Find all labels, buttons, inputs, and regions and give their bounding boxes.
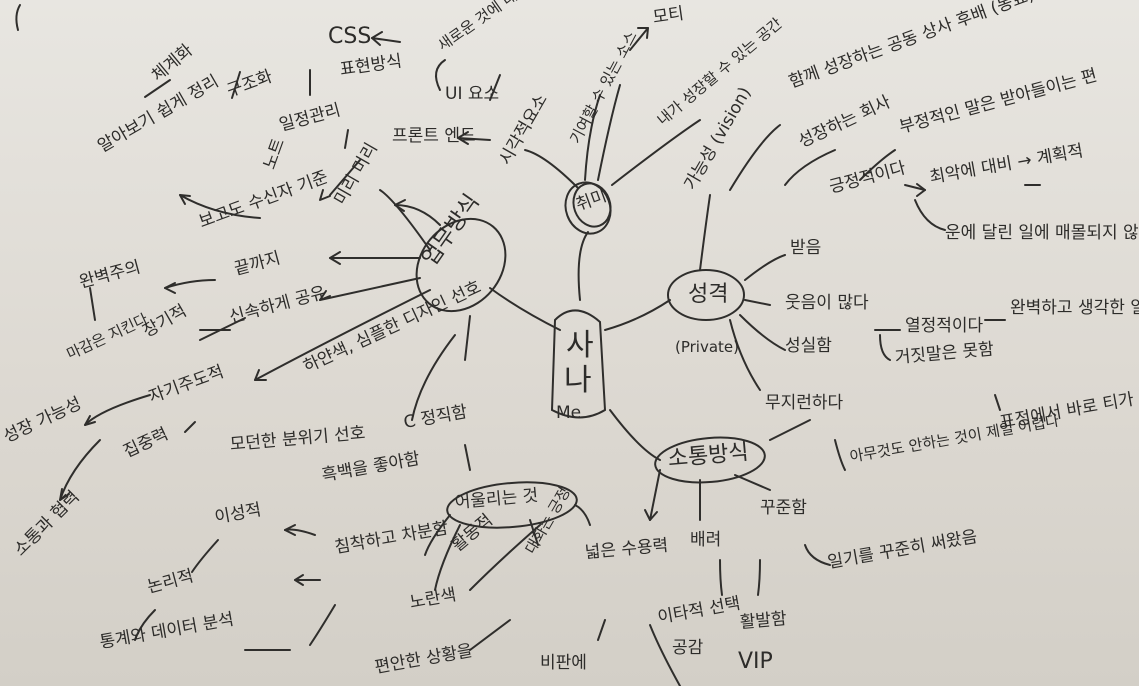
pers-humor: 웃음이 많다 xyxy=(785,293,869,313)
comm-vip: VIP xyxy=(738,649,773,674)
comm-feedback: 비판에 xyxy=(540,653,587,673)
center-na: 나 xyxy=(564,363,592,398)
center-me: Me xyxy=(556,403,582,423)
pers-passion: 열정적이다 xyxy=(905,316,984,336)
center-sa: 사 xyxy=(566,328,594,363)
comm-consider: 배려 xyxy=(690,530,722,550)
comm-steady: 꾸준함 xyxy=(760,498,807,518)
comm-empathy: 공감 xyxy=(672,638,704,658)
hobby-ui: UI 요소 xyxy=(445,84,500,104)
pers-avoid: 무지런하다 xyxy=(765,393,844,413)
bubble-personality: 성격 xyxy=(688,282,729,307)
hobby-front: 프론트 엔드 xyxy=(392,126,476,146)
hobby-css: CSS xyxy=(328,24,372,49)
pers-sincere: 성실함 xyxy=(785,336,832,356)
pers-private: (Private) xyxy=(675,338,739,356)
pers-lucky: 운에 달린 일에 매몰되지 않음. xyxy=(945,223,1139,243)
pers-habit: 받음 xyxy=(790,238,822,258)
center-outline xyxy=(550,309,607,419)
pers-perfect: 완벽하고 생각한 일도 몰아봄. xyxy=(1010,298,1139,318)
